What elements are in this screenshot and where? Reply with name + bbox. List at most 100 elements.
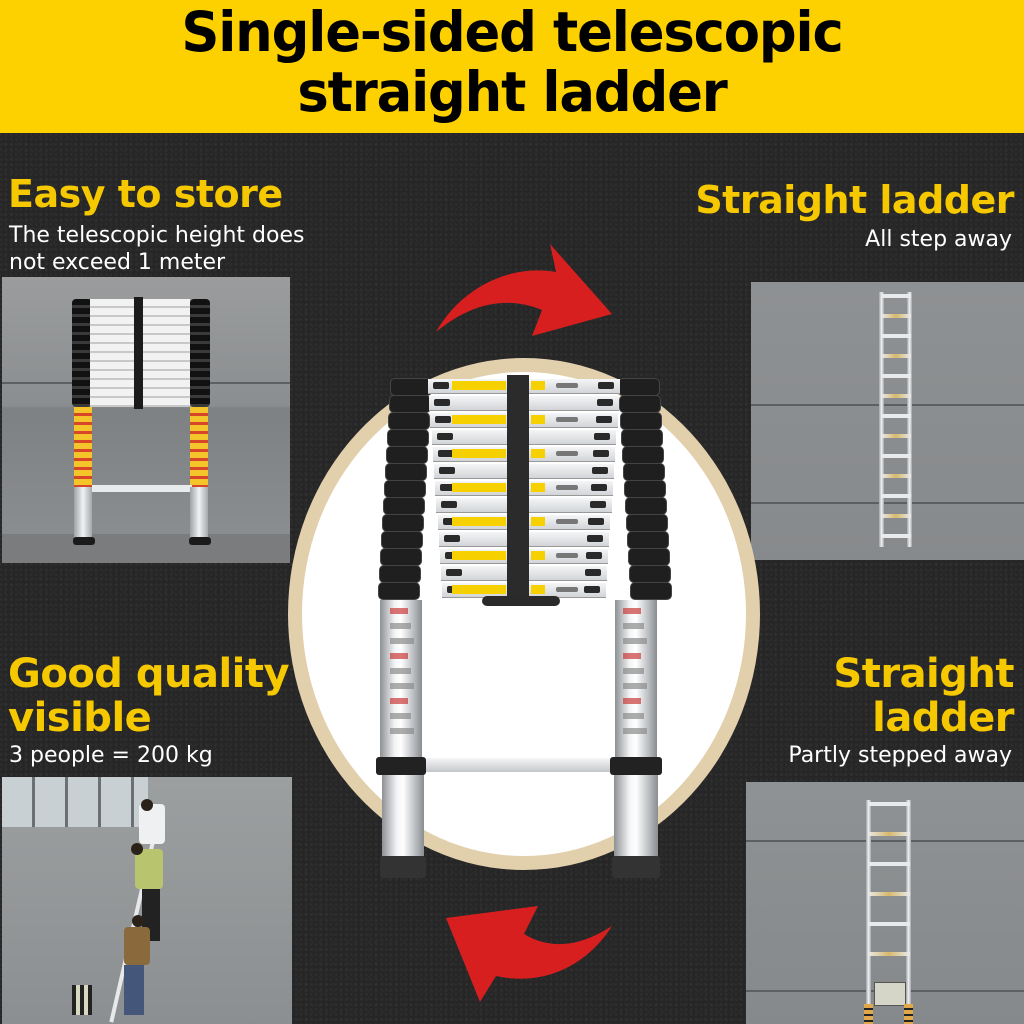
ground [2,534,290,563]
ladder-rail-right [907,292,912,547]
wall [751,282,1024,560]
sticker-line [390,653,408,659]
ladder-rung [881,434,911,438]
heading-line-2: ladder [872,695,1014,741]
rung-warning-label [531,517,545,526]
sticker-line [390,728,414,734]
rung-grip-slot [586,552,602,559]
ladder-side-joint [387,429,430,447]
ladder-label-left [864,1004,873,1024]
ladder-rail-left [866,800,871,1024]
ladder-side-joint [624,497,667,515]
ladder-rail-left [879,292,884,547]
rung-grip-slot [436,433,453,440]
ladder-side-joint [386,446,429,464]
curved-arrow-left-icon [446,906,612,1002]
sticker-line [623,638,647,644]
feature-heading-good-quality: Good quality visible [8,652,290,741]
person-white-shirt [139,804,165,844]
sticker-line [623,728,647,734]
rung-grip-slot [593,450,610,457]
feature-sub-load-capacity: 3 people = 200 kg [9,743,213,768]
rung-lock-graphic [556,451,578,456]
ladder-foot-right [612,856,660,878]
ladder-foot-right [189,537,211,545]
title-banner: Single-sided telescopic straight ladder [0,0,1024,133]
rung-warning-label [531,585,545,594]
ladder-rung [868,922,910,926]
ladder-label-left [74,407,92,487]
rung-lock-graphic [556,485,578,490]
sticker-line [623,608,641,614]
ladder-side-joint [629,582,672,600]
rung-lock-graphic [556,519,578,524]
wall-seam [751,404,1024,406]
sticker-line [623,713,644,719]
sticker-line [390,698,408,704]
feature-sub-partly-stepped-away: Partly stepped away [788,743,1012,768]
heading-line-1: Straight [833,651,1014,697]
ladder-side-joint [619,412,662,430]
rung-grip-slot [440,484,457,491]
ladder-side-joint [627,548,670,566]
warning-sticker-left [388,608,414,748]
ladder-rung [881,474,911,478]
sticker-line [390,608,408,614]
rung-lock-graphic [556,587,578,592]
sticker-line [390,668,411,674]
ladder-side-right [190,299,210,407]
wall-seam [751,502,1024,504]
ladder-side-joint [623,480,666,498]
ladder-rung [868,802,910,806]
ladder-side-joint [379,565,422,583]
rung-warning-label [452,551,506,560]
ladder-label-right [190,407,208,487]
rung-grip-slot [437,450,454,457]
legs [124,965,144,1015]
ladder-side-joint [388,412,431,430]
head [141,799,153,811]
person-green-shirt [135,849,163,889]
ladder-rung [881,494,911,498]
rung-grip-slot [594,433,611,440]
ladder-rail-right [906,800,911,1024]
photo-partly-extended-ladder [746,782,1024,1024]
rung-grip-slot [443,535,460,542]
ladder-side-left [72,299,92,407]
sticker-line [623,698,641,704]
title-line-2: straight ladder [297,60,727,124]
rung-grip-slot [590,484,607,491]
collapsed-ladder-small [72,985,92,1015]
rung-lock-graphic [556,553,578,558]
rung-warning-label [452,585,506,594]
rung-warning-label [531,415,545,424]
arrow-shape [436,244,612,336]
feature-heading-easy-to-store: Easy to store [8,172,283,216]
page-title: Single-sided telescopic straight ladder [20,0,1003,122]
sticker-line [623,653,641,659]
curved-arrow-right-icon [436,244,612,336]
rung-grip-slot [584,569,601,576]
rung-warning-label [452,517,506,526]
ladder-leg-right [190,487,208,543]
ladder-strap [134,297,143,409]
person-brown-shirt [124,927,150,965]
ladder-rung [881,314,911,318]
ladder-side-joint [628,565,671,583]
ladder-side-joint [618,378,660,396]
rung-warning-label [531,381,545,390]
rung-grip-slot [592,467,608,474]
sticker-line [623,668,644,674]
ladder-rung [868,832,910,836]
ladder-side-joint [384,480,427,498]
ladder-leg-left [74,487,92,543]
rung-grip-slot [596,399,613,406]
wall-seam [746,840,1024,842]
rung-grip-slot [439,467,455,474]
rung-grip-slot [434,399,451,406]
rung-grip-slot [589,501,606,508]
sticker-line [390,683,414,689]
rung-warning-label [452,415,506,424]
heading-line-2: visible [8,695,152,741]
rung-grip-slot [588,518,605,525]
